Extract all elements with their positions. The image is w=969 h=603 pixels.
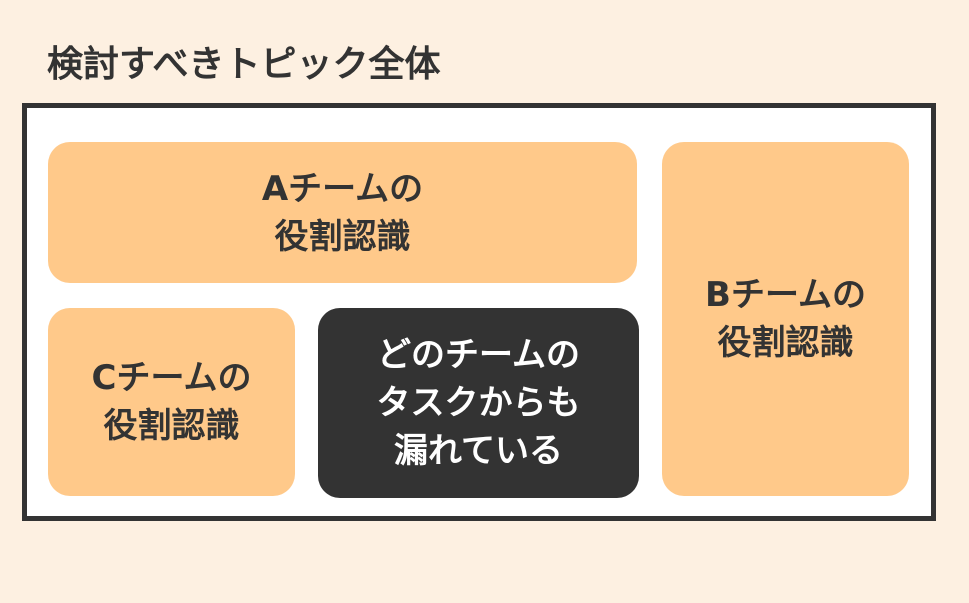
card-line: 役割認識 (103, 406, 240, 446)
card-line: 役割認識 (274, 216, 411, 257)
uncovered-tasks-card: どのチームの タスクからも 漏れている (318, 308, 639, 498)
card-line: Cチームの (91, 358, 252, 398)
card-line: Aチームの (261, 168, 424, 209)
team-b-role-card: Bチームの 役割認識 (662, 142, 909, 496)
team-c-role-card: Cチームの 役割認識 (48, 308, 295, 496)
team-a-role-card: Aチームの 役割認識 (48, 142, 637, 283)
card-line: どのチームの (377, 335, 580, 375)
card-line: Bチームの (705, 275, 866, 315)
card-line: タスクからも (376, 383, 581, 423)
card-line: 役割認識 (717, 323, 854, 363)
card-line: 漏れている (394, 431, 563, 471)
diagram-title: 検討すべきトピック全体 (47, 44, 441, 85)
